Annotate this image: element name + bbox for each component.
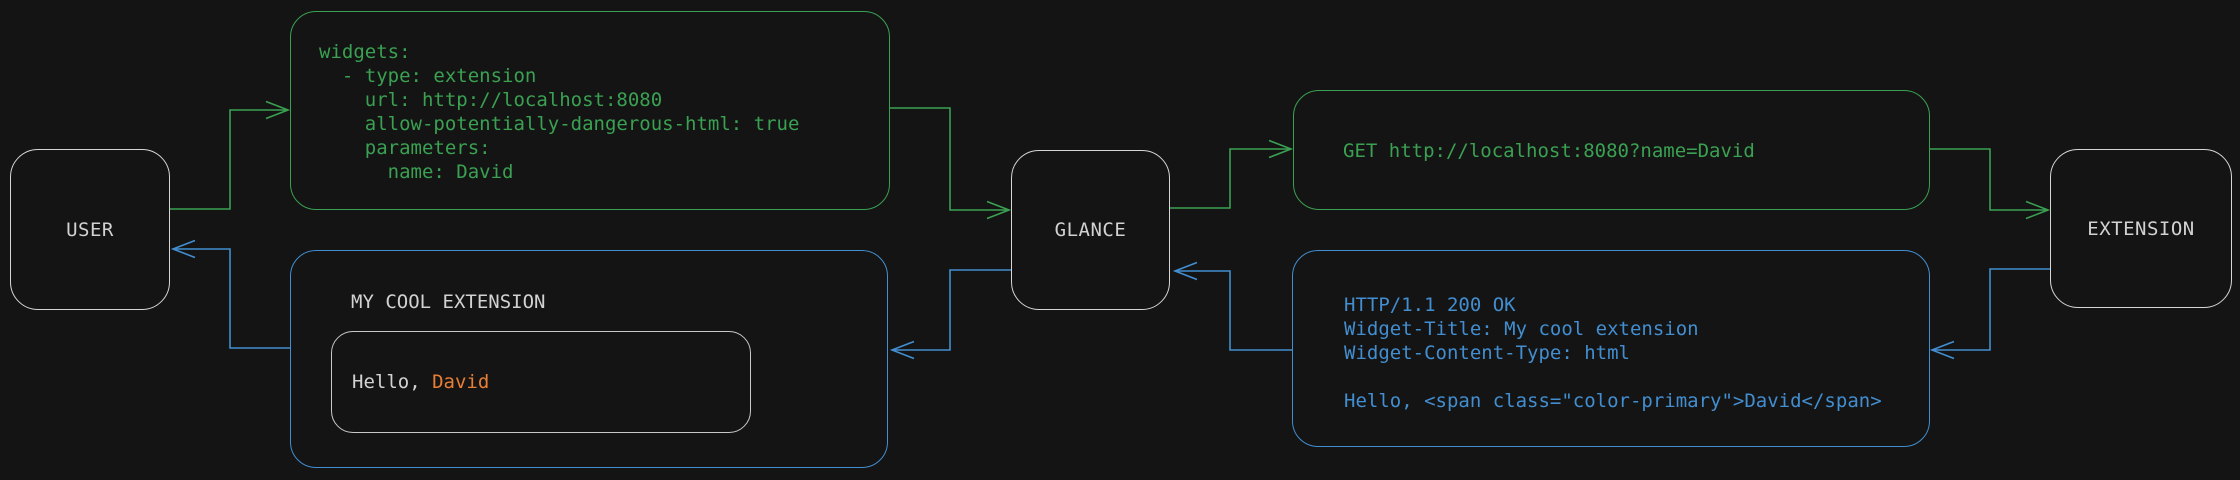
arrow-response-to-glance: [1172, 261, 1292, 351]
node-glance-label: GLANCE: [1054, 219, 1127, 241]
arrow-extension-to-response: [1929, 268, 2050, 360]
arrow-widget-to-user: [170, 239, 290, 349]
widget-greeting: Hello, David: [352, 370, 489, 394]
arrow-glance-to-request: [1170, 139, 1294, 209]
node-extension-label: EXTENSION: [2087, 217, 2195, 240]
http-request-code: GET http://localhost:8080?name=David: [1343, 140, 1755, 162]
arrow-user-to-config: [170, 100, 291, 210]
config-yaml-code: widgets: - type: extension url: http://l…: [319, 41, 800, 183]
node-user: USER: [10, 149, 170, 310]
widget-result-frame: Hello, David: [331, 331, 751, 433]
node-glance: GLANCE: [1011, 150, 1170, 310]
config-yaml-box: widgets: - type: extension url: http://l…: [290, 11, 890, 210]
http-response-code: HTTP/1.1 200 OK Widget-Title: My cool ex…: [1344, 294, 1882, 412]
http-request-box: GET http://localhost:8080?name=David: [1293, 90, 1930, 210]
arrow-config-to-glance: [890, 107, 1012, 220]
node-extension: EXTENSION: [2050, 149, 2232, 308]
http-response-box: HTTP/1.1 200 OK Widget-Title: My cool ex…: [1292, 250, 1930, 447]
node-user-label: USER: [66, 218, 114, 241]
greeting-name: David: [432, 371, 490, 393]
widget-title: MY COOL EXTENSION: [351, 291, 546, 313]
arrow-request-to-extension: [1930, 148, 2051, 220]
rendered-widget-box: MY COOL EXTENSION Hello, David: [290, 250, 888, 468]
arrow-glance-to-widget: [889, 269, 1011, 360]
greeting-prefix: Hello,: [352, 371, 433, 393]
